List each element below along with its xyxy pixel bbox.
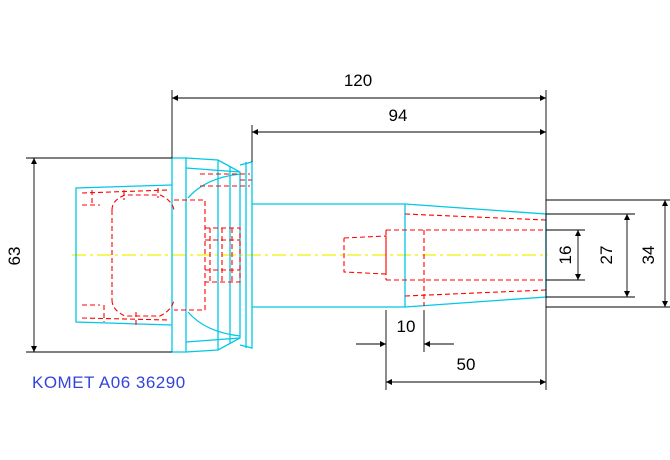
dim-text-10: 10	[397, 317, 416, 336]
dim-text-120: 120	[344, 71, 372, 90]
dim-text-50: 50	[457, 355, 476, 374]
hidden-lines	[81, 173, 547, 328]
part-label: KOMET A06 36290	[32, 373, 186, 392]
dim-text-27: 27	[597, 246, 616, 265]
dim-text-34: 34	[639, 246, 658, 265]
dim-text-16: 16	[556, 246, 575, 265]
dim-text-94: 94	[389, 106, 408, 125]
dimension-lines	[31, 95, 668, 385]
dim-text-63: 63	[5, 247, 24, 266]
extension-lines	[26, 90, 670, 390]
